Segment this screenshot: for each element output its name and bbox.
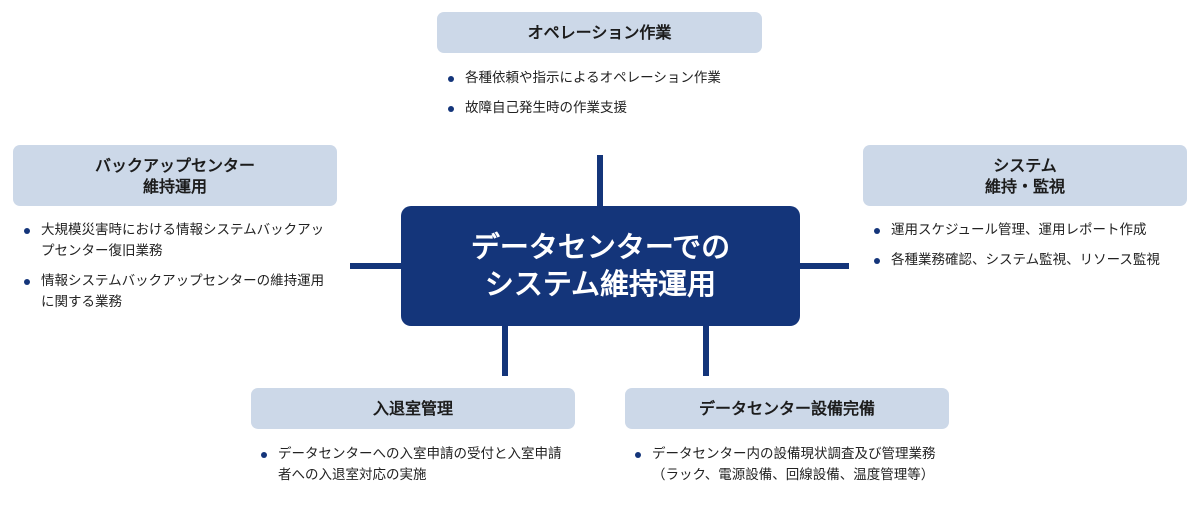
operation-work-box: オペレーション作業 <box>437 12 762 53</box>
backup-center-title-line2: 維持運用 <box>142 176 207 196</box>
center-title-line1: データセンターでの <box>470 230 731 264</box>
connector-right <box>800 263 849 269</box>
system-monitoring-box: システム 維持・監視 <box>863 145 1187 206</box>
access-control-box: 入退室管理 <box>251 388 575 429</box>
list-item: 各種業務確認、システム監視、リソース監視 <box>872 250 1182 271</box>
bullet-icon <box>448 76 454 82</box>
connector-bottom-right <box>703 326 709 376</box>
facility-list: データセンター内の設備現状調査及び管理業務（ラック、電源設備、回線設備、温度管理… <box>633 444 943 495</box>
backup-center-list: 大規模災害時における情報システムバックアップセンター復旧業務 情報システムバック… <box>22 220 332 322</box>
access-control-title: 入退室管理 <box>372 399 453 418</box>
connector-left <box>350 263 401 269</box>
backup-center-box: バックアップセンター 維持運用 <box>13 145 337 206</box>
list-item: 各種依頼や指示によるオペレーション作業 <box>446 68 756 89</box>
list-item: 情報システムバックアップセンターの維持運用に関する業務 <box>22 271 332 313</box>
access-control-list: データセンターへの入室申請の受付と入室申請者への入退室対応の実施 <box>259 444 569 495</box>
list-item: 大規模災害時における情報システムバックアップセンター復旧業務 <box>22 220 332 262</box>
system-monitoring-list: 運用スケジュール管理、運用レポート作成 各種業務確認、システム監視、リソース監視 <box>872 220 1182 280</box>
list-item: データセンターへの入室申請の受付と入室申請者への入退室対応の実施 <box>259 444 569 486</box>
operation-work-list: 各種依頼や指示によるオペレーション作業 故障自己発生時の作業支援 <box>446 68 756 128</box>
list-item: 故障自己発生時の作業支援 <box>446 98 756 119</box>
bullet-icon <box>24 279 30 285</box>
center-node: データセンターでの システム維持運用 <box>401 206 800 326</box>
bullet-icon <box>874 258 880 264</box>
bullet-icon <box>24 228 30 234</box>
bullet-icon <box>448 106 454 112</box>
connector-top <box>597 155 603 206</box>
system-monitoring-title-line1: システム <box>993 155 1057 175</box>
operation-work-title: オペレーション作業 <box>527 23 672 42</box>
system-monitoring-title-line2: 維持・監視 <box>984 176 1065 196</box>
bullet-icon <box>874 228 880 234</box>
backup-center-title-line1: バックアップセンター <box>94 155 255 175</box>
bullet-icon <box>635 452 641 458</box>
center-title-line2: システム維持運用 <box>484 267 717 301</box>
list-item: 運用スケジュール管理、運用レポート作成 <box>872 220 1182 241</box>
bullet-icon <box>261 452 267 458</box>
list-item: データセンター内の設備現状調査及び管理業務（ラック、電源設備、回線設備、温度管理… <box>633 444 943 486</box>
facility-title: データセンター設備完備 <box>698 399 875 418</box>
connector-bottom-left <box>502 326 508 376</box>
facility-box: データセンター設備完備 <box>625 388 949 429</box>
